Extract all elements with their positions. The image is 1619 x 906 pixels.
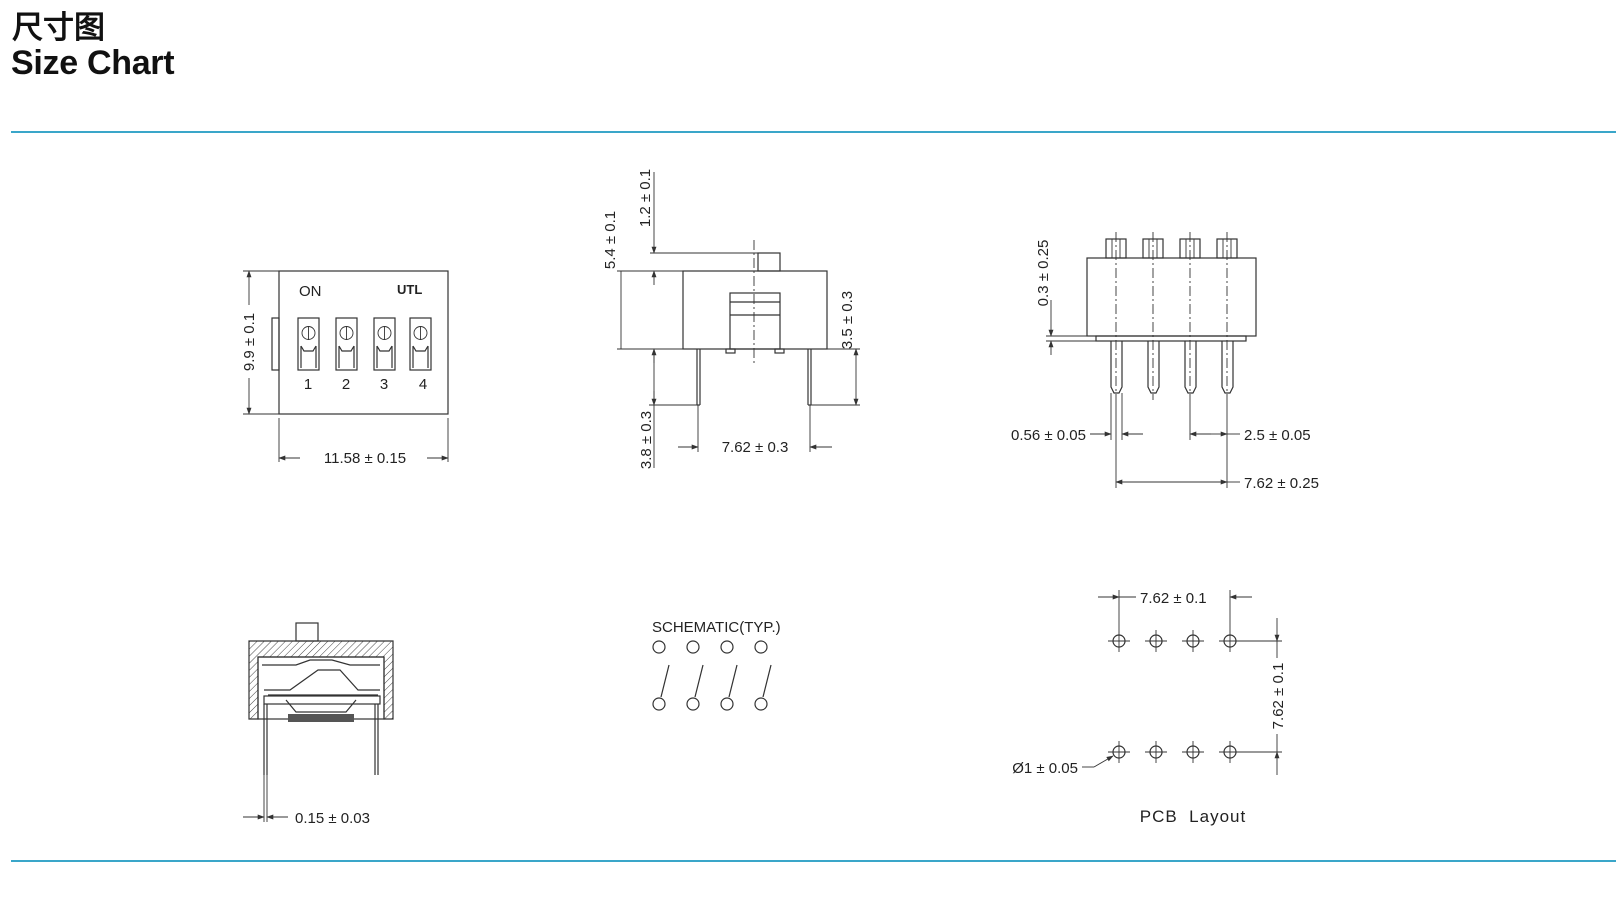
dim-actuator-height-label: 0.3 ± 0.25 [1035,240,1052,307]
dim-hole-label: Ø1 ± 0.05 [1012,760,1078,777]
dim-pitch-vertical-label: 7.62 ± 0.1 [1270,663,1287,730]
dim-total-height-label: 5.4 ± 0.1 [602,211,619,269]
top-view-side-tab [271,317,280,371]
section-housing [248,640,394,720]
dim-pin-thickness-label: 0.15 ± 0.03 [295,810,370,827]
dim-height-label: 9.9 ± 0.1 [241,313,258,371]
section-view: 0.15 ± 0.03 [243,622,394,827]
dim-row-spacing-label: 7.62 ± 0.25 [1244,475,1319,492]
top-divider [11,131,1616,133]
dim-actuator-label: 1.2 ± 0.1 [637,169,654,227]
schematic-title: SCHEMATIC(TYP.) [652,619,781,636]
front-view: 0.3 ± 0.25 0.56 ± 0.05 2.5 ± 0.05 7.62 ±… [1011,232,1319,492]
switch-number-2: 2 [342,376,350,393]
side-view: 1.2 ± 0.1 5.4 ± 0.1 3.5 ± 0.3 3.8 ± 0.3 … [602,169,860,469]
dim-pin-pitch-label: 2.5 ± 0.05 [1244,427,1311,444]
switch-number-4: 4 [419,376,427,393]
pcb-layout: 7.62 ± 0.1 7.62 ± 0.1 Ø1 ± 0.05 PCB Layo… [1012,590,1287,826]
switch-2 [335,317,358,371]
brand-label: UTL [397,282,422,297]
pcb-layout-title: PCB Layout [1140,807,1246,826]
bottom-divider [11,860,1616,862]
dim-pin-length-label: 3.8 ± 0.3 [638,411,655,469]
dim-body-label: 3.5 ± 0.3 [839,291,856,349]
page-title: Size Chart [11,44,175,82]
dim-pitch-horizontal-label: 7.62 ± 0.1 [1140,590,1207,607]
section-actuator [295,622,319,642]
switch-1 [297,317,320,371]
schematic: SCHEMATIC(TYP.) [652,619,781,711]
side-view-body [682,270,828,350]
switch-3 [373,317,396,371]
on-label: ON [299,283,322,300]
page-title-chinese: 尺寸图 [12,10,105,46]
switch-4 [409,317,432,371]
dim-pin-width-label: 0.56 ± 0.05 [1011,427,1086,444]
side-view-actuator [757,252,781,272]
switch-number-3: 3 [380,376,388,393]
switch-number-1: 1 [304,376,312,393]
top-view: ON UTL 1 2 3 4 [241,270,449,467]
dim-width-label: 11.58 ± 0.15 [324,450,406,467]
dim-row-pitch-label: 7.62 ± 0.3 [722,439,789,456]
front-view-body [1086,257,1257,337]
pcb-hole-row-bottom [1108,741,1241,763]
pcb-hole-row-top [1108,630,1241,652]
